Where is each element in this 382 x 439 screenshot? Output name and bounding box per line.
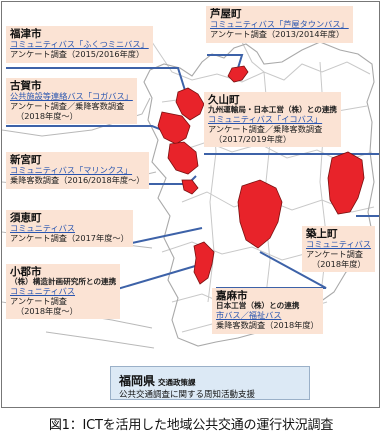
region-koga xyxy=(157,111,191,145)
map-frame: 芦屋町 コミュニティバス「芦屋タウンバス」 アンケート調査（2013/2014年… xyxy=(1,1,380,408)
label-ashiya-line-2: アンケート調査（2013/2014年度） xyxy=(210,29,345,40)
label-fukutsu-line-2: アンケート調査（2015/2016年度） xyxy=(10,49,145,60)
label-hisayama-line-2: コミュニティバス「イコバス」 xyxy=(208,114,323,125)
label-kanda-line-4: （2018年度～） xyxy=(16,305,78,316)
label-shingu-line-2: 乗降客数調査（2016/2018年度～） xyxy=(10,175,145,186)
region-fukutsu xyxy=(175,87,205,121)
region-shingu xyxy=(167,141,199,175)
label-kama: 嘉麻市 日本工営（株）との連携 市バス／福祉バス 乗降客数調査（2018年度） xyxy=(212,288,323,334)
label-koga-name: 古賀市 xyxy=(10,80,42,92)
label-kanda: 小郡市 （株）構造計画研究所との連携 コミュニティバス アンケート調査 （201… xyxy=(6,264,121,320)
label-sue: 須恵町 コミュニティバス アンケート調査（2017年度～） xyxy=(6,210,133,247)
prefecture-box: 福岡県交通政策課 公共交通調査に関する周知活動支援 xyxy=(110,366,310,400)
region-kama xyxy=(237,179,283,249)
label-shingu: 新宮町 コミュニティバス「マリンクス」 乗降客数調査（2016/2018年度～） xyxy=(6,152,149,189)
label-chikujo-line-2: アンケート調査 xyxy=(306,249,363,260)
label-hisayama-line-3: アンケート調査／乗降客数調査 xyxy=(208,124,323,134)
label-ashiya-line-1: コミュニティバス「芦屋タウンバス」 xyxy=(210,19,349,30)
label-chikujo: 築上町 コミュニティバス アンケート調査 （2018年度） xyxy=(302,226,376,273)
label-sue-name: 須恵町 xyxy=(10,212,42,224)
label-kanda-line-2: コミュニティバス xyxy=(10,286,76,297)
label-shingu-name: 新宮町 xyxy=(10,154,42,166)
label-fukutsu-name: 福津市 xyxy=(10,28,42,40)
region-ashiya xyxy=(227,65,249,83)
label-hisayama-name: 久山町 xyxy=(208,94,240,106)
label-ashiya-name: 芦屋町 xyxy=(210,8,242,20)
region-hisayama xyxy=(181,179,199,195)
label-koga-line-1: 公共施設等連絡バス「コガバス」 xyxy=(10,91,133,102)
label-fukutsu-line-1: コミュニティバス「ふくつミニバス」 xyxy=(10,39,149,50)
label-koga: 古賀市 公共施設等連絡バス「コガバス」 アンケート調査／乗降客数調査 （2018… xyxy=(6,78,137,125)
label-sue-line-1: コミュニティバス xyxy=(10,223,76,234)
connector-koga xyxy=(6,125,163,131)
label-hisayama-line-1: 九州運輸局・日本工営（株）との連携 xyxy=(208,105,338,115)
label-sue-line-2: アンケート調査（2017年度～） xyxy=(10,233,129,244)
region-kanda xyxy=(193,241,215,285)
prefecture-name: 福岡県 xyxy=(119,374,156,388)
prefecture-dept: 交通政策課 xyxy=(158,378,196,387)
label-chikujo-line-3: （2018年度） xyxy=(312,258,366,269)
label-koga-line-3: （2018年度～） xyxy=(16,110,78,121)
label-kanda-name: 小郡市 xyxy=(10,266,42,278)
label-kama-line-3: 乗降客数調査（2018年度） xyxy=(216,320,319,330)
label-hisayama: 久山町 九州運輸局・日本工営（株）との連携 コミュニティバス「イコバス」 アンケ… xyxy=(204,92,342,148)
region-chikujo xyxy=(327,151,365,215)
label-kanda-line-1: （株）構造計画研究所との連携 xyxy=(10,277,117,287)
label-shingu-line-1: コミュニティバス「マリンクス」 xyxy=(10,165,133,176)
highlighted-municipalities xyxy=(157,65,365,285)
label-kama-line-2: 市バス／福祉バス xyxy=(216,310,282,321)
label-chikujo-name: 築上町 xyxy=(306,228,338,240)
label-kanda-line-3: アンケート調査 xyxy=(10,296,67,306)
connector-ashiya xyxy=(207,54,244,69)
label-ashiya: 芦屋町 コミュニティバス「芦屋タウンバス」 アンケート調査（2013/2014年… xyxy=(206,6,353,43)
fukuoka-map xyxy=(2,31,379,349)
figure-caption: 図1：ICTを活用した地域公共交通の運行状況調査 xyxy=(48,418,334,433)
label-chikujo-line-1: コミュニティバス xyxy=(306,239,372,250)
label-koga-line-2: アンケート調査／乗降客数調査 xyxy=(10,101,125,112)
label-kama-name: 嘉麻市 xyxy=(216,290,248,302)
label-hisayama-line-4: （2017/2019年度） xyxy=(214,133,292,144)
label-fukutsu: 福津市 コミュニティバス「ふくつミニバス」 アンケート調査（2015/2016年… xyxy=(6,26,153,63)
prefecture-desc: 公共交通調査に関する周知活動支援 xyxy=(119,390,256,400)
label-kama-line-1: 日本工営（株）との連携 xyxy=(216,301,300,311)
